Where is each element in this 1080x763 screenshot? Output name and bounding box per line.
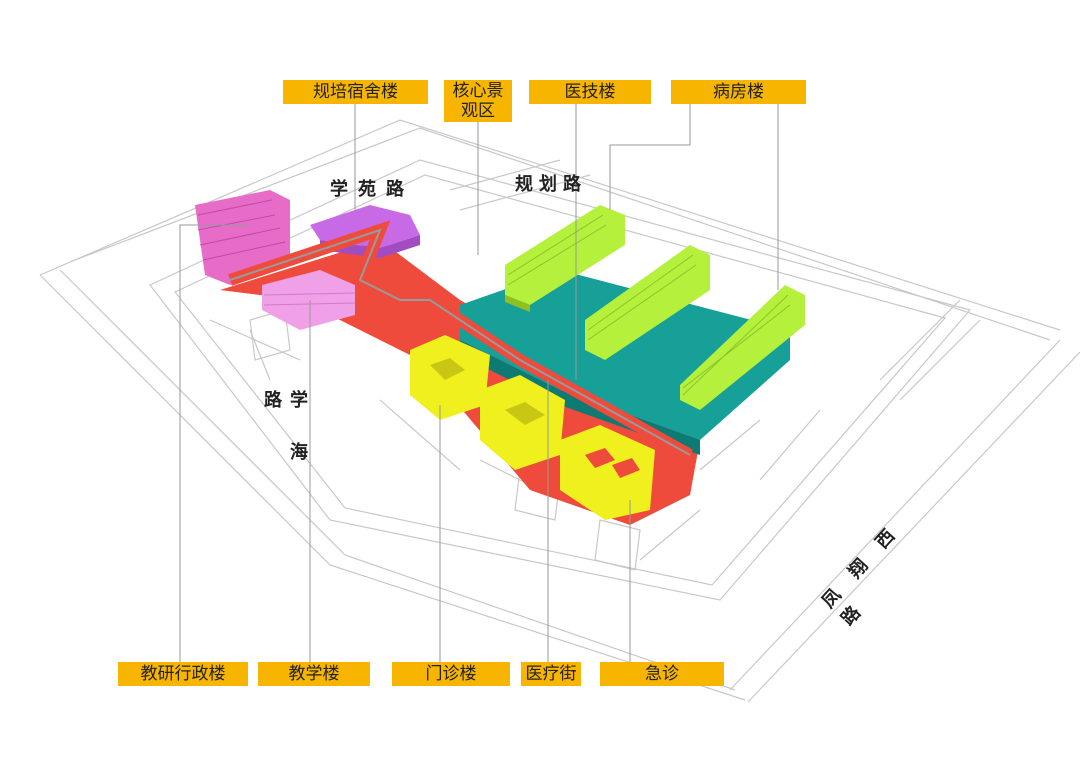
site-outline: [39, 119, 1080, 703]
road-xuehai-label: 学海路: [261, 390, 308, 494]
road-guihua: 规划路: [515, 170, 595, 195]
label-medstreet: 医疗街: [521, 662, 581, 686]
road-xueyuan: 学苑路: [330, 175, 420, 200]
dormitory-block: [310, 205, 420, 258]
label-ward: 病房楼: [671, 80, 806, 104]
ward-towers: [505, 205, 805, 410]
outpatient-blocks: [410, 335, 655, 520]
road-xuehai: 学海路: [258, 390, 308, 520]
admin-tower: [195, 190, 290, 285]
label-admin: 教研行政楼: [118, 662, 248, 686]
label-emergency: 急诊: [600, 662, 724, 686]
label-teaching: 教学楼: [258, 662, 370, 686]
road-fengxiangxi: 凤翔西路: [780, 480, 920, 630]
corridor: [228, 220, 693, 461]
label-medtech: 医技楼: [529, 80, 651, 104]
label-landscape: 核心景 观区: [444, 80, 512, 122]
road-xueyuan-label: 学苑路: [330, 179, 414, 200]
label-outpatient: 门诊楼: [392, 662, 510, 686]
label-dormitory: 规培宿舍楼: [283, 80, 428, 104]
road-guihua-label: 规划路: [515, 174, 587, 195]
leader-lines: [179, 103, 779, 662]
